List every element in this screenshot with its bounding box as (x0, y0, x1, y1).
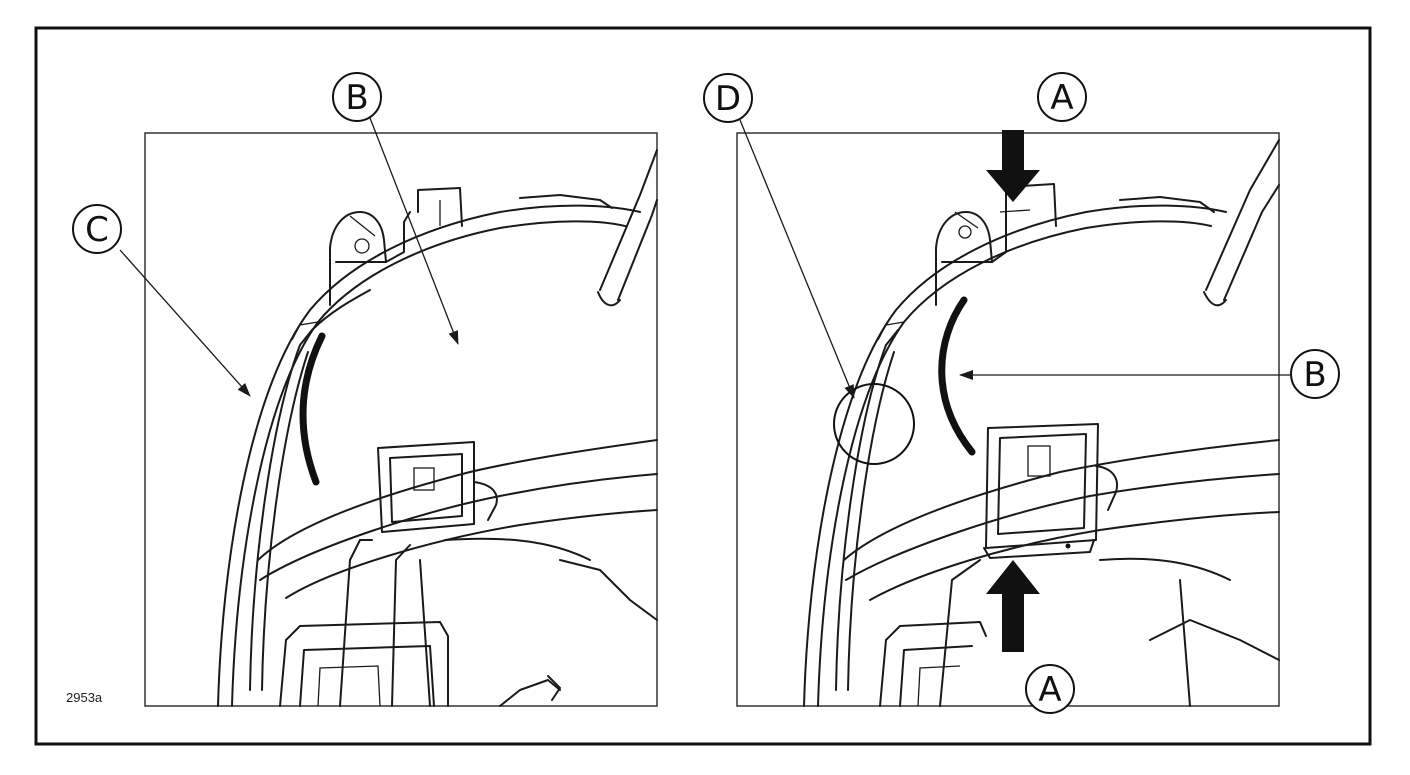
figure-code: 2953a (66, 690, 103, 705)
left-panel (119, 117, 658, 707)
left-callout-c-label: C (85, 210, 109, 250)
right-callout-a-top-label: A (1050, 78, 1073, 118)
figure-frame (34, 26, 1372, 746)
left-callout-c: C (72, 204, 122, 254)
left-callout-b-label: B (345, 78, 368, 118)
inspection-circle (833, 383, 915, 465)
right-callout-d-label: D (715, 79, 741, 119)
push-arrow-bottom (986, 560, 1040, 652)
left-panel-border (144, 132, 658, 707)
right-callout-d: D (703, 73, 753, 123)
right-callout-a-top: A (1037, 72, 1087, 122)
left-callout-b: B (332, 72, 382, 122)
right-callout-a-bottom: A (1025, 664, 1075, 714)
right-callout-b: B (1290, 349, 1340, 399)
right-callout-b-label: B (1303, 355, 1326, 395)
right-panel (736, 119, 1290, 707)
right-callout-a-bottom-label: A (1038, 670, 1061, 710)
push-arrow-top (986, 130, 1040, 202)
